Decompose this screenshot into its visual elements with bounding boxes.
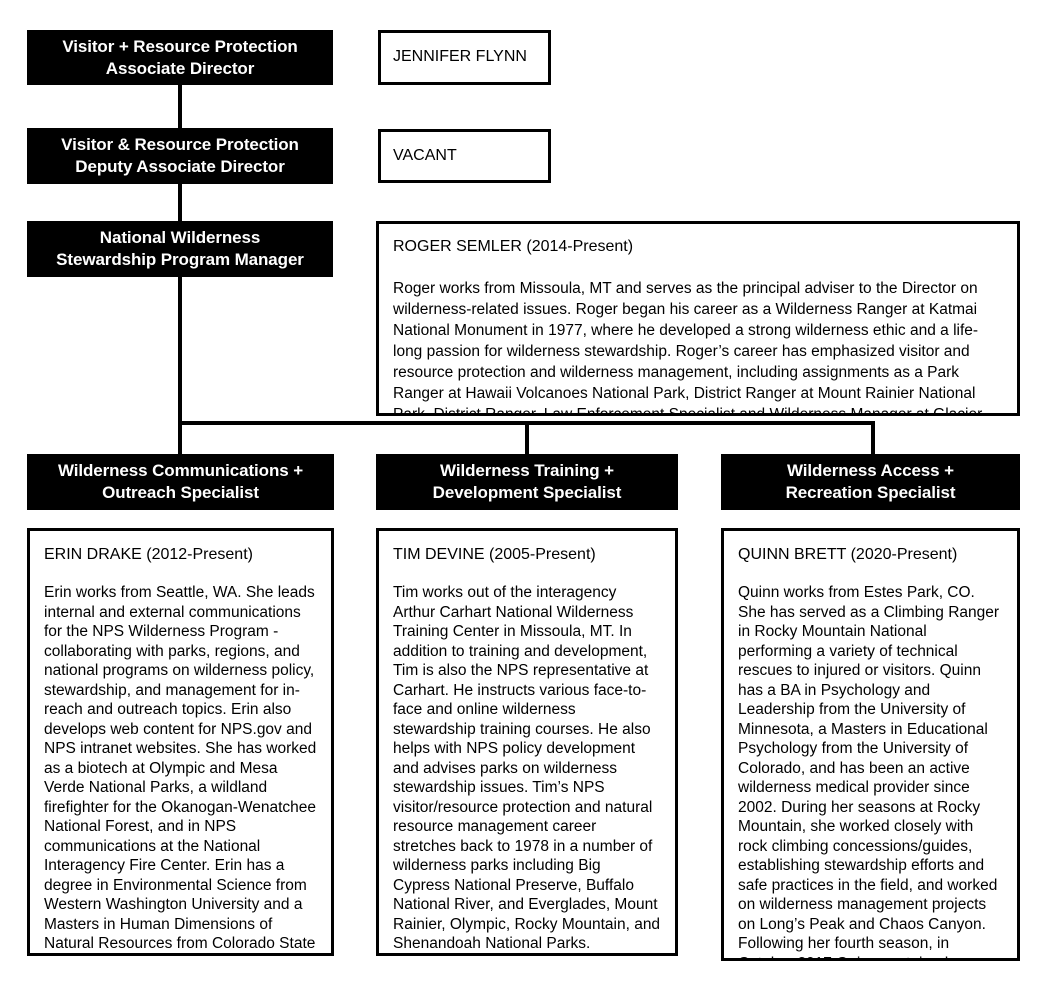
role-box-deputy-associate-director[interactable]: Visitor & Resource Protection Deputy Ass… [27,128,333,184]
name-box-vacant[interactable]: VACANT [378,129,551,183]
bio-body: Tim works out of the interagency Arthur … [393,584,661,953]
role-box-program-manager[interactable]: National Wilderness Stewardship Program … [27,221,333,277]
role-line-1: Visitor & Resource Protection [61,135,299,155]
name-value: VACANT [393,146,457,164]
bio-box-tim-devine[interactable]: TIM DEVINE (2005-Present) Tim works out … [376,528,678,956]
role-line-1: National Wilderness [99,228,261,248]
connector-manager-to-bus [178,277,182,425]
role-line-2: Stewardship Program Manager [56,250,304,269]
role-line-2: Development Specialist [432,483,622,502]
role-line-1: Wilderness Communications + [57,461,304,481]
bio-heading: ERIN DRAKE (2012-Present) [44,546,253,563]
bio-box-roger-semler[interactable]: ROGER SEMLER (2014-Present) Roger works … [376,221,1020,416]
bio-body: Roger works from Missoula, MT and serves… [393,279,983,416]
bio-body: Erin works from Seattle, WA. She leads i… [44,584,317,953]
connector-ad-to-deputy [178,84,182,128]
role-line-2: Recreation Specialist [785,483,956,502]
connector-bus-to-communications [178,421,182,454]
bio-body: Quinn works from Estes Park, CO. She has… [738,584,1000,958]
role-box-training-specialist[interactable]: Wilderness Training + Development Specia… [376,454,678,510]
name-box-jennifer-flynn[interactable]: JENNIFER FLYNN [378,30,551,85]
role-line-1: Wilderness Access + [787,461,954,481]
connector-bus-to-training [525,421,529,454]
role-box-access-specialist[interactable]: Wilderness Access + Recreation Specialis… [721,454,1020,510]
role-line-1: Visitor + Resource Protection [62,36,298,56]
bio-box-erin-drake[interactable]: ERIN DRAKE (2012-Present) Erin works fro… [27,528,334,956]
role-line-1: Wilderness Training + [440,461,614,481]
bio-heading: QUINN BRETT (2020-Present) [738,546,958,563]
role-line-2: Associate Director [105,58,255,78]
bio-heading: TIM DEVINE (2005-Present) [393,546,596,563]
connector-deputy-to-manager [178,184,182,221]
connector-bus-to-access [871,421,875,454]
bio-box-quinn-brett[interactable]: QUINN BRETT (2020-Present) Quinn works f… [721,528,1020,961]
role-line-2: Outreach Specialist [102,483,259,502]
name-value: JENNIFER FLYNN [393,48,527,66]
role-box-communications-specialist[interactable]: Wilderness Communications + Outreach Spe… [27,454,334,510]
role-line-2: Deputy Associate Director [75,157,285,176]
bio-heading: ROGER SEMLER (2014-Present) [393,238,634,255]
role-box-associate-director[interactable]: Visitor + Resource Protection Associate … [27,30,333,85]
